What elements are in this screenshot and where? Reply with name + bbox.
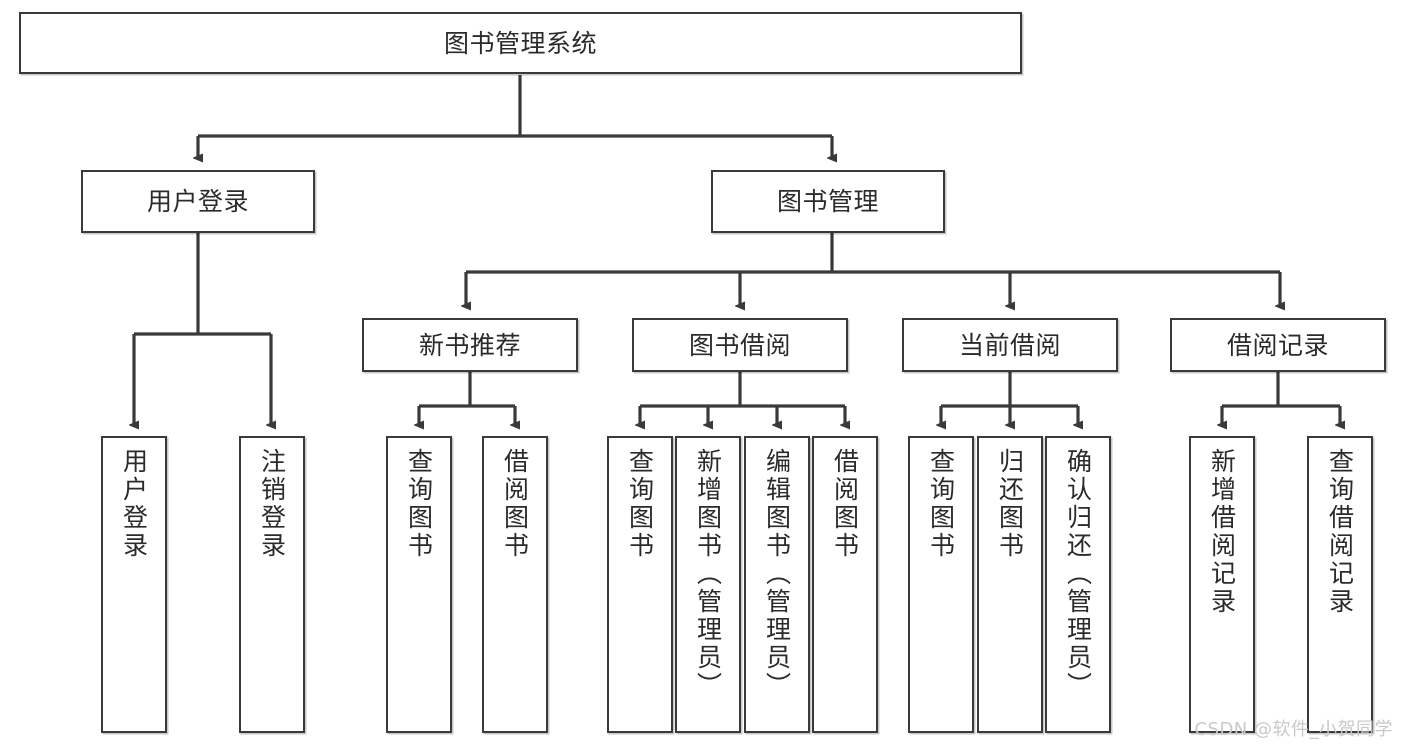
node-label: 查询借阅记录 xyxy=(1325,448,1355,616)
leaf-recommend-query-book[interactable]: 查询图书 xyxy=(386,436,452,733)
node-label: 借阅图书 xyxy=(830,448,860,560)
node-label: 图书管理系统 xyxy=(443,28,597,58)
csdn-watermark: CSDN @软件_小贺同学 xyxy=(1194,719,1393,740)
node-label: 当前借阅 xyxy=(958,330,1061,360)
leaf-borrow-add-book-admin[interactable]: 新增图书（管理员） xyxy=(675,436,741,733)
node-label: 借阅图书 xyxy=(500,448,530,560)
node-root-system[interactable]: 图书管理系统 xyxy=(19,12,1022,74)
node-label: 新书推荐 xyxy=(418,330,521,360)
node-label: 查询图书 xyxy=(926,448,956,560)
leaf-record-add-borrow-record[interactable]: 新增借阅记录 xyxy=(1189,436,1255,733)
node-label: 查询图书 xyxy=(625,448,655,560)
leaf-user-logout[interactable]: 注销登录 xyxy=(239,436,305,733)
node-label: 图书借阅 xyxy=(688,330,791,360)
node-label: 编辑图书（管理员） xyxy=(762,448,792,700)
leaf-borrow-query-book[interactable]: 查询图书 xyxy=(607,436,673,733)
node-label: 归还图书 xyxy=(995,448,1025,560)
node-label: 注销登录 xyxy=(257,448,287,560)
node-new-book-recommend[interactable]: 新书推荐 xyxy=(362,318,578,372)
node-user-login[interactable]: 用户登录 xyxy=(81,170,315,233)
node-label: 新增图书（管理员） xyxy=(693,448,723,700)
leaf-borrow-edit-book-admin[interactable]: 编辑图书（管理员） xyxy=(744,436,810,733)
leaf-recommend-borrow-book[interactable]: 借阅图书 xyxy=(482,436,548,733)
leaf-current-query-book[interactable]: 查询图书 xyxy=(908,436,974,733)
node-label: 新增借阅记录 xyxy=(1207,448,1237,616)
leaf-current-confirm-return-admin[interactable]: 确认归还（管理员） xyxy=(1045,436,1111,733)
node-current-borrow[interactable]: 当前借阅 xyxy=(902,318,1118,372)
node-label: 查询图书 xyxy=(404,448,434,560)
node-label: 用户登录 xyxy=(119,448,149,560)
node-label: 借阅记录 xyxy=(1226,330,1329,360)
node-book-management[interactable]: 图书管理 xyxy=(711,170,945,233)
node-label: 确认归还（管理员） xyxy=(1063,448,1093,700)
leaf-borrow-borrow-book[interactable]: 借阅图书 xyxy=(812,436,878,733)
leaf-record-query-borrow-record[interactable]: 查询借阅记录 xyxy=(1307,436,1373,733)
node-label: 用户登录 xyxy=(146,187,249,216)
leaf-current-return-book[interactable]: 归还图书 xyxy=(977,436,1043,733)
node-book-borrow[interactable]: 图书借阅 xyxy=(632,318,848,372)
node-borrow-record[interactable]: 借阅记录 xyxy=(1170,318,1386,372)
leaf-user-login[interactable]: 用户登录 xyxy=(101,436,167,733)
node-label: 图书管理 xyxy=(776,187,879,216)
